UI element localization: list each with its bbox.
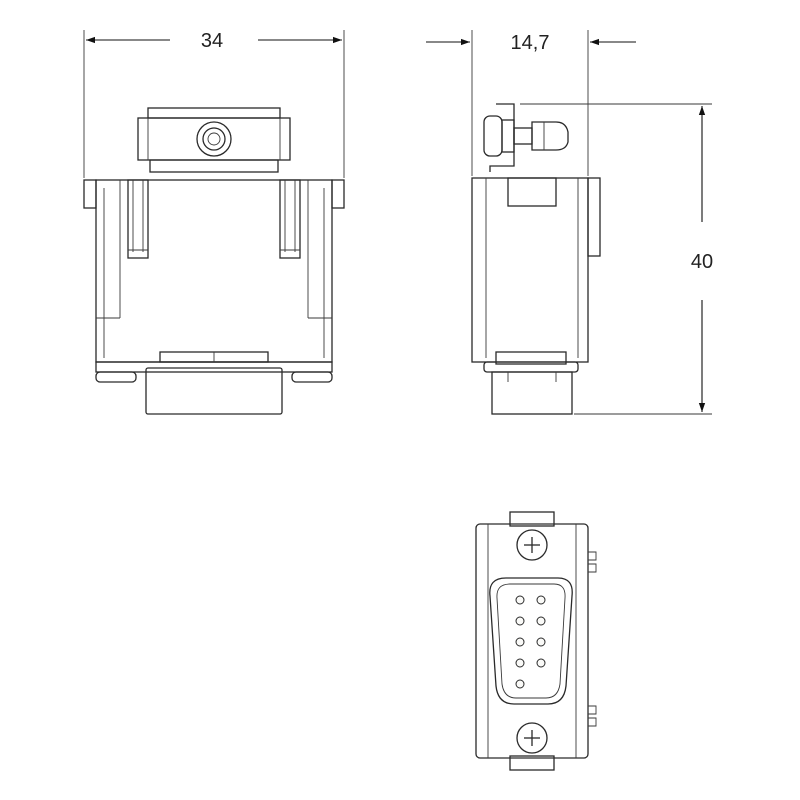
dimension-width: 34: [83, 30, 345, 178]
front-view: [83, 107, 345, 415]
depth-dimension-label: 14,7: [511, 32, 550, 54]
connector-pin-8: [536, 637, 546, 647]
connector-pin-3: [515, 637, 525, 647]
connector-pin-1: [515, 595, 525, 605]
connector-pin-4: [515, 658, 525, 668]
width-dimension-label: 34: [201, 30, 223, 52]
connector-pin-6: [536, 595, 546, 605]
connector-pin-5: [515, 679, 525, 689]
dimension-height: 40: [520, 103, 713, 415]
connector-pin-7: [536, 616, 546, 626]
screw-head-top-icon: [516, 529, 548, 561]
connector-pin-9: [536, 658, 546, 668]
side-view: [471, 103, 601, 415]
height-dimension-label: 40: [691, 251, 713, 273]
screw-head-bottom-icon: [516, 722, 548, 754]
connector-face-view: [475, 511, 597, 771]
screw-socket-icon: [196, 121, 232, 157]
connector-pins: [515, 595, 546, 689]
connector-pin-2: [515, 616, 525, 626]
dimension-depth: 14,7: [426, 30, 636, 176]
